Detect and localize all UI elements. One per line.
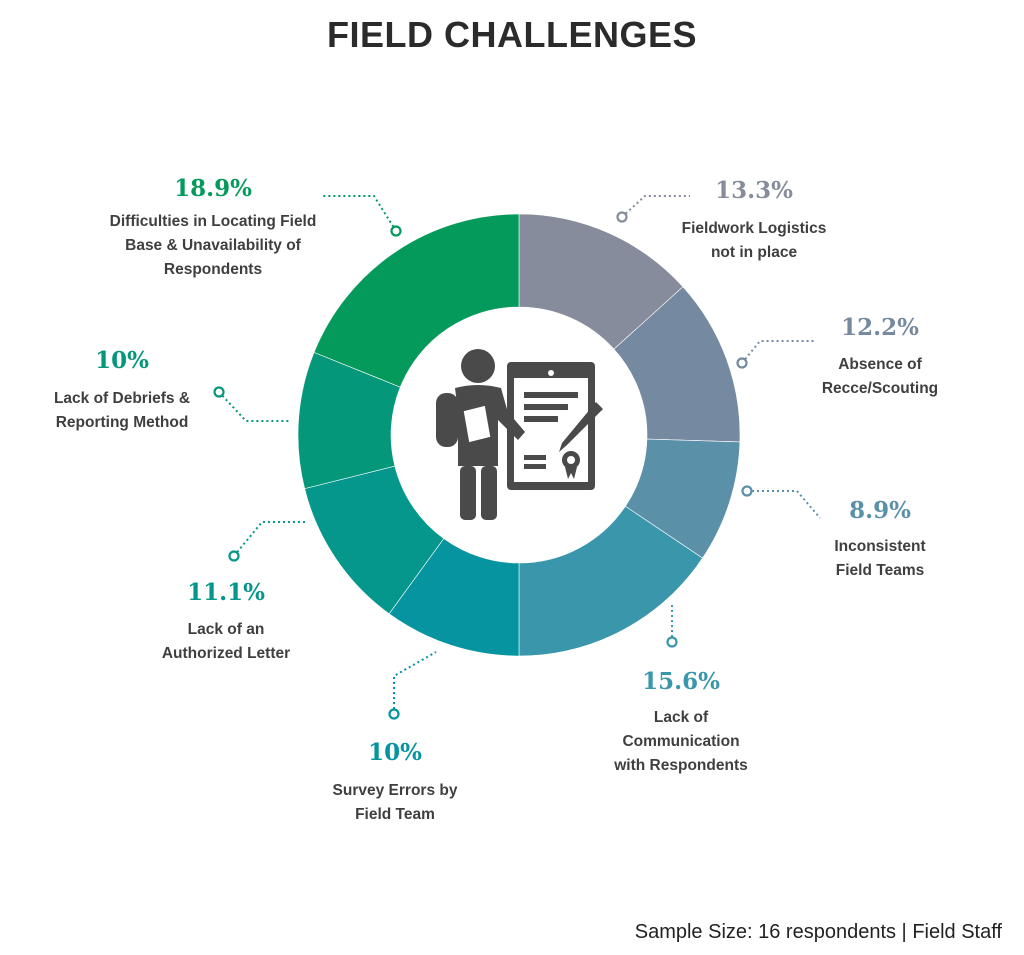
slice-labels: 13.3% Fieldwork Logistics not in place 12.2…	[54, 175, 938, 823]
slice-value-label-6: 11.1%	[187, 579, 265, 606]
slice-category-label-2-line-1: Absence of	[838, 356, 922, 373]
donut-slice-8	[313, 213, 520, 388]
leader-dot-5	[388, 708, 400, 720]
slice-category-label-7-line-1: Lack of Debriefs &	[54, 390, 190, 407]
leader-line-6	[233, 521, 305, 557]
slice-category-label-6-line-2: Authorized Letter	[162, 645, 290, 662]
slice-category-label-3-line-1: Inconsistent	[834, 538, 925, 555]
sample-size-note: Sample Size: 16 respondents | Field Staf…	[634, 921, 1002, 943]
chart-title: FIELD CHALLENGES	[326, 14, 697, 55]
slice-category-label-6-line-1: Lack of an	[188, 621, 265, 638]
slice-category-label-1-line-2: not in place	[711, 244, 798, 261]
slice-value-label-3: 8.9%	[849, 497, 911, 524]
leader-line-8	[322, 195, 397, 232]
leader-lines	[213, 195, 821, 720]
slice-category-label-8-line-1: Difficulties in Locating Field	[110, 213, 317, 230]
slice-category-label-4-line-1: Lack of	[654, 709, 709, 726]
teacher-presenting-certificate-icon	[436, 349, 603, 520]
leader-dot-2	[736, 357, 748, 369]
leader-dot-7	[213, 386, 225, 398]
leader-dot-1	[616, 211, 628, 223]
slice-value-label-7: 10%	[95, 347, 149, 374]
slice-category-label-2-line-2: Recce/Scouting	[822, 380, 938, 397]
slice-category-label-3-line-2: Field Teams	[836, 562, 924, 579]
slice-value-label-2: 12.2%	[841, 314, 919, 341]
slice-category-label-5-line-1: Survey Errors by	[333, 782, 458, 799]
leader-line-5	[393, 651, 437, 714]
leader-line-2	[741, 340, 815, 364]
slice-value-label-8: 18.9%	[174, 175, 252, 202]
leader-dot-6	[228, 550, 240, 562]
slice-category-label-8-line-2: Base & Unavailability of	[125, 237, 302, 254]
slice-category-label-7-line-2: Reporting Method	[56, 414, 189, 431]
slice-category-label-5-line-2: Field Team	[355, 806, 435, 823]
slice-value-label-5: 10%	[368, 739, 422, 766]
leader-line-3	[747, 490, 821, 519]
slice-value-label-4: 15.6%	[642, 668, 720, 695]
leader-dot-3	[741, 485, 753, 497]
leader-dot-4	[666, 636, 678, 648]
leader-dot-8	[390, 225, 402, 237]
slice-value-label-1: 13.3%	[715, 177, 793, 204]
leader-line-1	[621, 195, 690, 218]
leader-line-7	[218, 391, 290, 422]
slice-category-label-8-line-3: Respondents	[164, 261, 262, 278]
slice-category-label-4-line-3: with Respondents	[613, 757, 747, 774]
slice-category-label-1-line-1: Fieldwork Logistics	[682, 220, 827, 237]
slices	[297, 213, 741, 657]
slice-category-label-4-line-2: Communication	[622, 733, 739, 750]
